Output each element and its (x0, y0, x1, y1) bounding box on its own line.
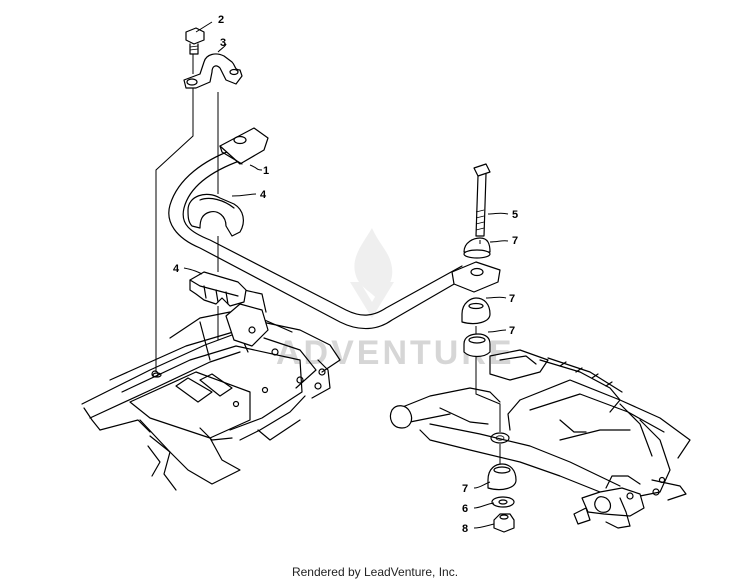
callout-5: 5 (512, 209, 518, 221)
watermark-logo (350, 228, 394, 318)
callout-2: 2 (218, 14, 224, 26)
cup-washer (491, 496, 515, 508)
lock-nut (493, 513, 515, 533)
callout-7-mid1: 7 (509, 293, 515, 305)
rubber-bushing-mid2 (463, 333, 491, 358)
callout-3: 3 (220, 37, 226, 49)
a-arm-assembly (389, 349, 691, 529)
bushing-upper (187, 193, 244, 237)
bushing-lower (189, 271, 247, 307)
long-bolt (473, 163, 491, 237)
callout-leaders (183, 21, 509, 529)
rubber-bushing-mid1 (461, 297, 491, 325)
callout-6: 6 (462, 503, 468, 515)
sway-bar (168, 127, 501, 330)
callout-7-bottom: 7 (462, 483, 468, 495)
frame-assembly (81, 289, 341, 491)
assembly-lines (152, 54, 501, 464)
clamp-bracket (183, 53, 243, 89)
callout-labels: 2 3 1 4 4 5 7 7 7 7 6 8 (173, 14, 518, 535)
callout-7-mid2: 7 (509, 325, 515, 337)
rubber-bushing-top (463, 237, 491, 259)
callout-4-upper: 4 (260, 189, 267, 201)
flange-bolt (185, 27, 205, 55)
callout-8: 8 (462, 523, 468, 535)
callout-7-top: 7 (512, 235, 518, 247)
footer-credit: Rendered by LeadVenture, Inc. (291, 565, 459, 579)
callout-1: 1 (263, 165, 269, 177)
callout-4-lower: 4 (173, 263, 180, 275)
rubber-bushing-bottom (487, 463, 517, 491)
